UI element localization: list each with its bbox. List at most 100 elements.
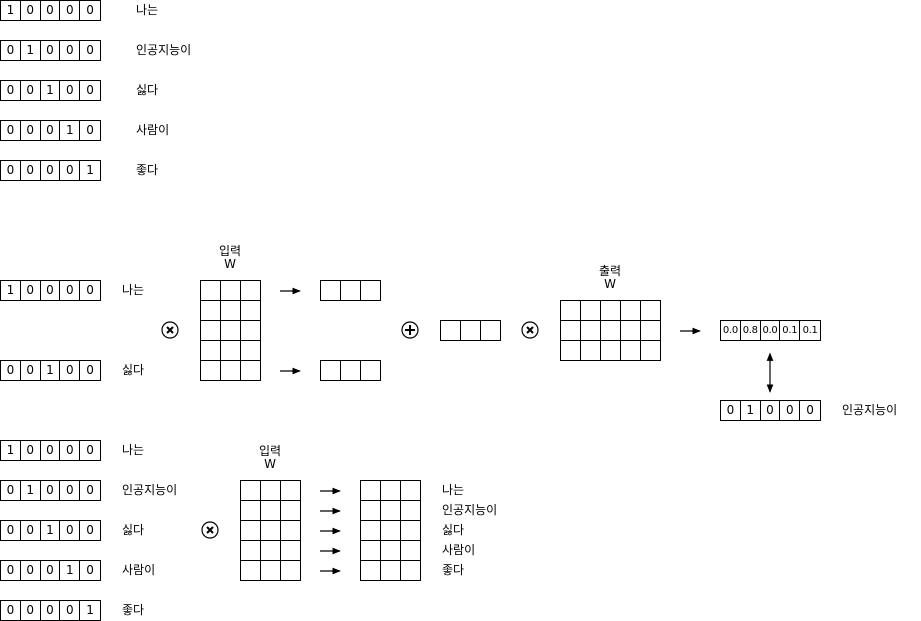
input-title-text: 입력 (218, 244, 242, 258)
embedding-output-matrix (360, 480, 421, 581)
vector-cell: 0 (21, 601, 41, 620)
vector-cell: 0 (1, 521, 21, 540)
multiply-circle-icon (161, 321, 179, 339)
vector-cell: 0 (60, 521, 81, 540)
input-weight-matrix (200, 280, 261, 381)
vector-cell: 0 (60, 81, 81, 100)
vector-cell: 1 (41, 81, 61, 100)
vector-cell: 1 (21, 41, 41, 60)
vector-cell: 1 (1, 281, 21, 300)
word-label: 싫다 (136, 83, 159, 97)
onehot-vector-3: 0 0 1 0 0 (0, 520, 101, 541)
vector-cell: 0 (1, 361, 21, 380)
embedding-title-text: 입력 (258, 444, 282, 458)
vector-cell: 1 (21, 481, 41, 500)
word-label: 사람이 (136, 123, 170, 137)
word-label: 싫다 (122, 523, 145, 537)
context-vector-2: 0 0 1 0 0 (0, 360, 101, 381)
output-title-text: 출력 (598, 264, 622, 278)
vector-cell: 0 (60, 281, 81, 300)
output-weight-matrix (560, 300, 661, 361)
embedding-weight-matrix (240, 480, 301, 581)
word-label: 좋다 (122, 603, 145, 617)
output-weight-symbol: W (604, 277, 616, 291)
input-weight-title: 입력 W (210, 245, 250, 271)
onehot-vector-5: 0 0 0 0 1 (0, 160, 101, 181)
word-label: 나는 (136, 3, 159, 17)
vector-cell: 0 (41, 1, 61, 20)
vector-cell: 0 (41, 481, 61, 500)
vector-cell: 0 (60, 481, 81, 500)
vector-cell: 1 (1, 1, 21, 20)
vector-cell: 0 (21, 161, 41, 180)
vector-cell: 0 (21, 361, 41, 380)
onehot-vector-1: 1 0 0 0 0 (0, 0, 101, 21)
vector-cell: 0 (86, 483, 94, 497)
target-vector: 0 1 0 0 0 (720, 400, 821, 421)
vector-cell: 0 (60, 41, 81, 60)
vector-cell: 0 (1, 81, 21, 100)
vector-cell: 0 (86, 443, 94, 457)
embedding-word-label: 싫다 (442, 523, 465, 537)
vector-cell: 1 (41, 521, 61, 540)
vector-cell: 0 (721, 401, 741, 420)
onehot-vector-4: 0 0 0 1 0 (0, 560, 101, 581)
vector-cell: 0 (86, 523, 94, 537)
hidden-vector-2 (320, 360, 381, 381)
onehot-vector-4: 0 0 0 1 0 (0, 120, 101, 141)
input-weight-symbol: W (224, 257, 236, 271)
vector-cell: 0 (1, 41, 21, 60)
vector-cell: 0 (41, 561, 61, 580)
onehot-vector-5: 0 0 0 0 1 (0, 600, 101, 621)
hidden-sum-vector (440, 320, 501, 341)
word-label: 나는 (122, 443, 145, 457)
multiply-circle-icon (521, 321, 539, 339)
vector-cell: 0 (86, 43, 94, 57)
vector-cell: 0 (41, 281, 61, 300)
vector-cell: 0 (86, 123, 94, 137)
vector-cell: 0 (41, 601, 61, 620)
vector-cell: 0 (806, 403, 814, 417)
word-label: 싫다 (122, 363, 145, 377)
vector-cell: 0 (1, 121, 21, 140)
vector-cell: 0 (86, 83, 94, 97)
vector-cell: 0 (1, 561, 21, 580)
word-label: 인공지능이 (122, 483, 178, 497)
vector-cell: 0 (86, 563, 94, 577)
plus-circle-icon (401, 321, 419, 339)
vector-cell: 0 (21, 521, 41, 540)
vector-cell: 1 (1, 441, 21, 460)
vector-cell: 0 (60, 161, 81, 180)
vector-cell: 1 (741, 401, 761, 420)
onehot-vector-2: 0 1 0 0 0 (0, 480, 101, 501)
vector-cell: 1 (86, 163, 94, 177)
vector-cell: 0 (41, 441, 61, 460)
prediction-vector: 0.0 0.8 0.0 0.1 0.1 (720, 320, 821, 341)
embedding-word-label: 좋다 (442, 563, 465, 577)
vector-cell: 0 (86, 363, 94, 377)
vector-cell: 0 (86, 283, 94, 297)
vector-cell: 0 (21, 441, 41, 460)
vector-cell: 0 (1, 161, 21, 180)
vector-cell: 0 (21, 81, 41, 100)
probability-cell: 0.1 (802, 325, 818, 336)
vector-cell: 0 (60, 1, 81, 20)
vector-cell: 0 (1, 481, 21, 500)
vector-cell: 0 (780, 401, 801, 420)
word-label: 나는 (122, 283, 145, 297)
vector-cell: 0 (41, 121, 61, 140)
vector-cell: 0 (60, 441, 81, 460)
vector-cell: 1 (86, 603, 94, 617)
vector-cell: 0 (86, 3, 94, 17)
onehot-vector-3: 0 0 1 0 0 (0, 80, 101, 101)
onehot-vector-1: 1 0 0 0 0 (0, 440, 101, 461)
vector-cell: 0 (761, 401, 781, 420)
probability-cell: 0.8 (741, 321, 761, 340)
output-weight-title: 출력 W (590, 265, 630, 291)
onehot-vector-2: 0 1 0 0 0 (0, 40, 101, 61)
hidden-vector-1 (320, 280, 381, 301)
target-word-label: 인공지능이 (842, 403, 898, 417)
vector-cell: 0 (1, 601, 21, 620)
vector-cell: 0 (60, 601, 81, 620)
context-vector-1: 1 0 0 0 0 (0, 280, 101, 301)
